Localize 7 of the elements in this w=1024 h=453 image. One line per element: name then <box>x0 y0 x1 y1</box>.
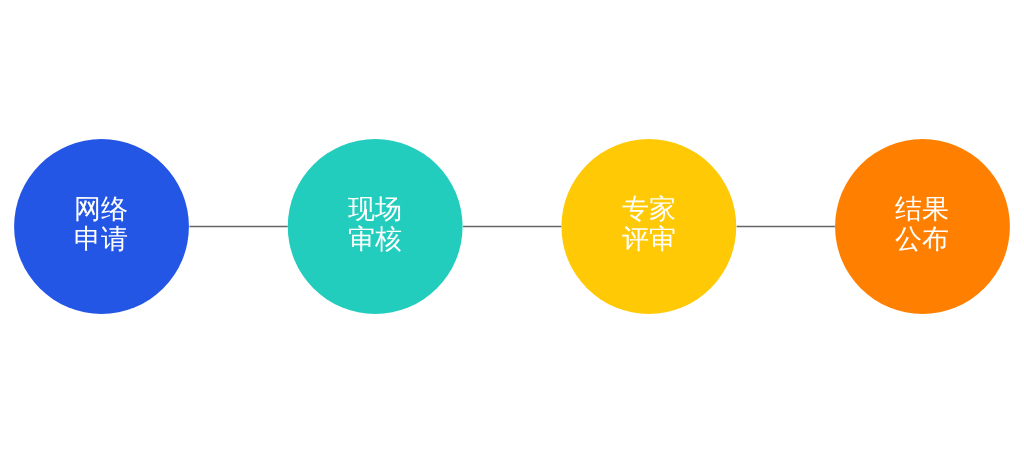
connector <box>735 225 836 228</box>
connector <box>462 225 563 228</box>
connector <box>188 225 289 228</box>
node-circle: 结果公布 <box>835 139 1010 314</box>
node-circle: 专家评审 <box>561 139 737 314</box>
node-circle: 网络申请 <box>14 139 189 314</box>
node-circle: 现场审核 <box>287 139 463 314</box>
